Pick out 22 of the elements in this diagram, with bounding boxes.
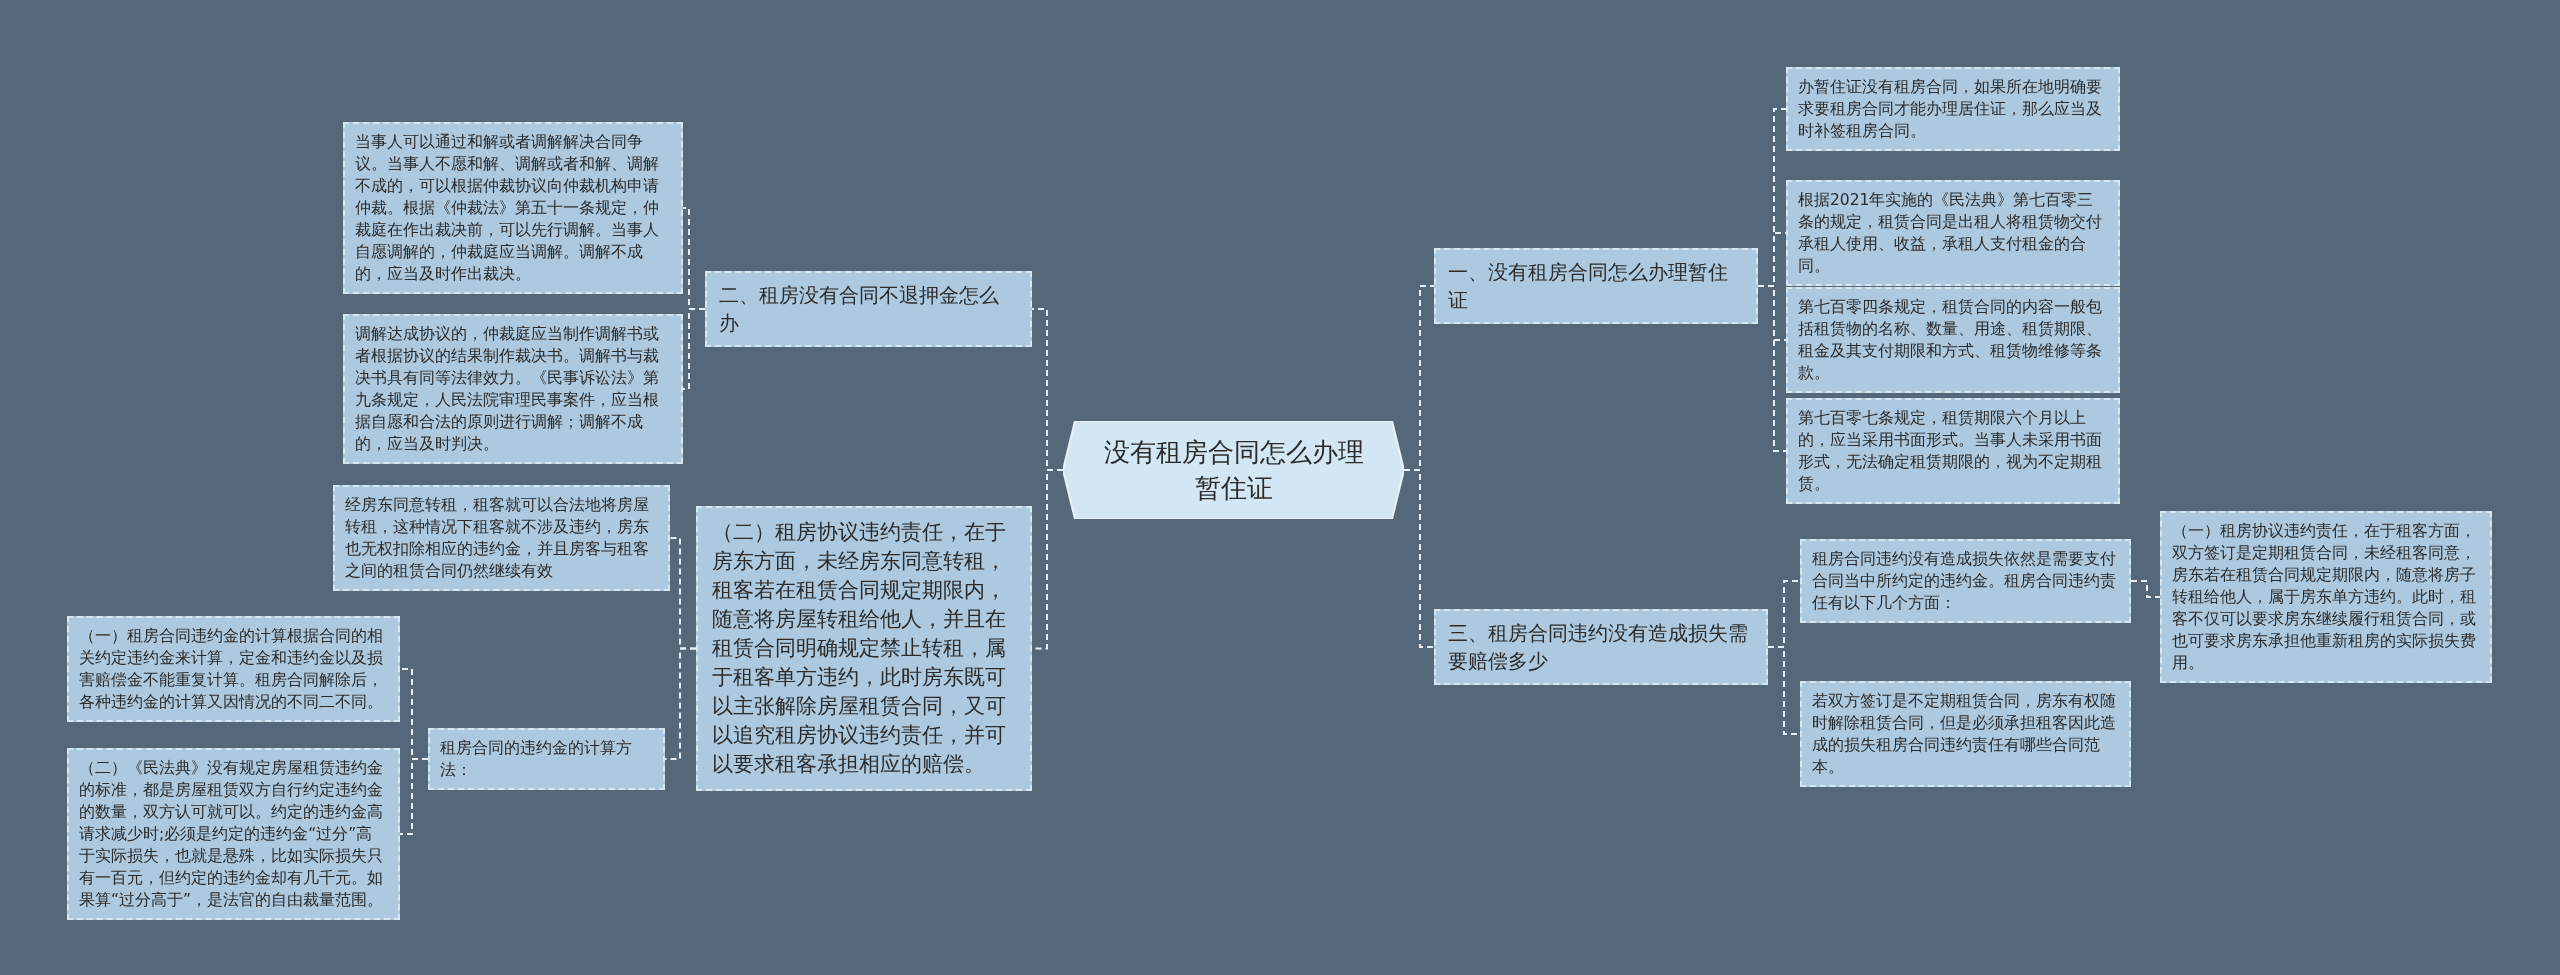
text-box: 当事人可以通过和解或者调解解决合同争议。当事人不愿和解、调解或者和解、调解不成的，可以根据仲裁协议向仲裁机构申请仲裁。根据《仲裁法》第五十一条规定，仲裁庭在作出裁决前，可以先行调解。当事人自愿调解的，仲裁庭应当调解。调解不成的，应当及时作出裁决。 (343, 122, 683, 294)
subtopic-box: （二）租房协议违约责任，在于房东方面，未经房东同意转租，租客若在租赁合同规定期限内，随意将房屋转租给他人，并且在租赁合同明确规定禁止转租，属于租客单方违约，此时房东既可以主张解除房屋租赁合同，又可以追究租房协议违约责任，并可以要求租客承担相应的赔偿。 (696, 506, 1032, 791)
connector-line (2130, 580, 2161, 598)
text-box: 第七百零七条规定，租赁期限六个月以上的，应当采用书面形式。当事人未采用书面形式，无法确定租赁期限的，视为不定期租赁。 (1786, 398, 2120, 504)
topic-box: 二、租房没有合同不退押金怎么办 (705, 271, 1032, 347)
text-box: （二）《民法典》没有规定房屋租赁违约金的标准，都是房屋租赁双方自行约定违约金的数量，双方认可就可以。约定的违约金高请求减少时;必须是约定的违约金“过分”高于实际损失，也就是悬殊，比如实际损失只有一百元，但约定的违约金却有几千元。如果算“过分高于”，是法官的自由裁量范围。 (67, 748, 400, 920)
central-topic: 没有租房合同怎么办理暂住证 (1063, 421, 1404, 519)
text-box: 调解达成协议的，仲裁庭应当制作调解书或者根据协议的结果制作裁决书。调解书与裁决书具有同等法律效力。《民事诉讼法》第九条规定，人民法院审理民事案件，应当根据自愿和合法的原则进行调解；调解不成的，应当及时判决。 (343, 314, 683, 464)
connector-line (1403, 469, 1435, 648)
text-box: 租房合同的违约金的计算方法： (428, 728, 665, 790)
text-box: （一）租房协议违约责任，在于租客方面，双方签订是定期租赁合同，未经租客同意，房东若在租赁合同规定期限内，随意将房子转租给他人，属于房东单方违约。此时，租客不仅可以要求房东继续履行租赁合同，或也可要求房东承担他重新租房的实际损失费用。 (2160, 511, 2492, 683)
text-box: 办暂住证没有租房合同，如果所在地明确要求要租房合同才能办理居住证，那么应当及时补签租房合同。 (1786, 67, 2120, 151)
connector-line (1757, 285, 1787, 452)
text-box: 若双方签订是不定期租赁合同，房东有权随时解除租赁合同，但是必须承担租客因此造成的损失租房合同违约责任有哪些合同范本。 (1800, 681, 2131, 787)
text-box: 第七百零四条规定，租赁合同的内容一般包括租赁物的名称、数量、用途、租赁期限、租金及其支付期限和方式、租赁物维修等条款。 (1786, 287, 2120, 393)
topic-box: 一、没有租房合同怎么办理暂住证 (1434, 248, 1758, 324)
connector-line (399, 758, 429, 835)
topic-box: 三、租房合同违约没有造成损失需要赔偿多少 (1434, 609, 1768, 685)
text-box: 租房合同违约没有造成损失依然是需要支付合同当中所约定的违约金。租房合同违约责任有以下几个方面： (1800, 539, 2131, 623)
text-box: 根据2021年实施的《民法典》第七百零三条的规定，租赁合同是出租人将租赁物交付承租人使用、收益，承租人支付租金的合同。 (1786, 180, 2120, 286)
text-box: （一）租房合同违约金的计算根据合同的相关约定违约金来计算，定金和违约金以及损害赔偿金不能重复计算。租房合同解除后，各种违约金的计算又因情况的不同二不同。 (67, 616, 400, 722)
text-box: 经房东同意转租，租客就可以合法地将房屋转租，这种情况下租客就不涉及违约，房东也无权扣除相应的违约金，并且房客与租客之间的租赁合同仍然继续有效 (333, 485, 670, 591)
